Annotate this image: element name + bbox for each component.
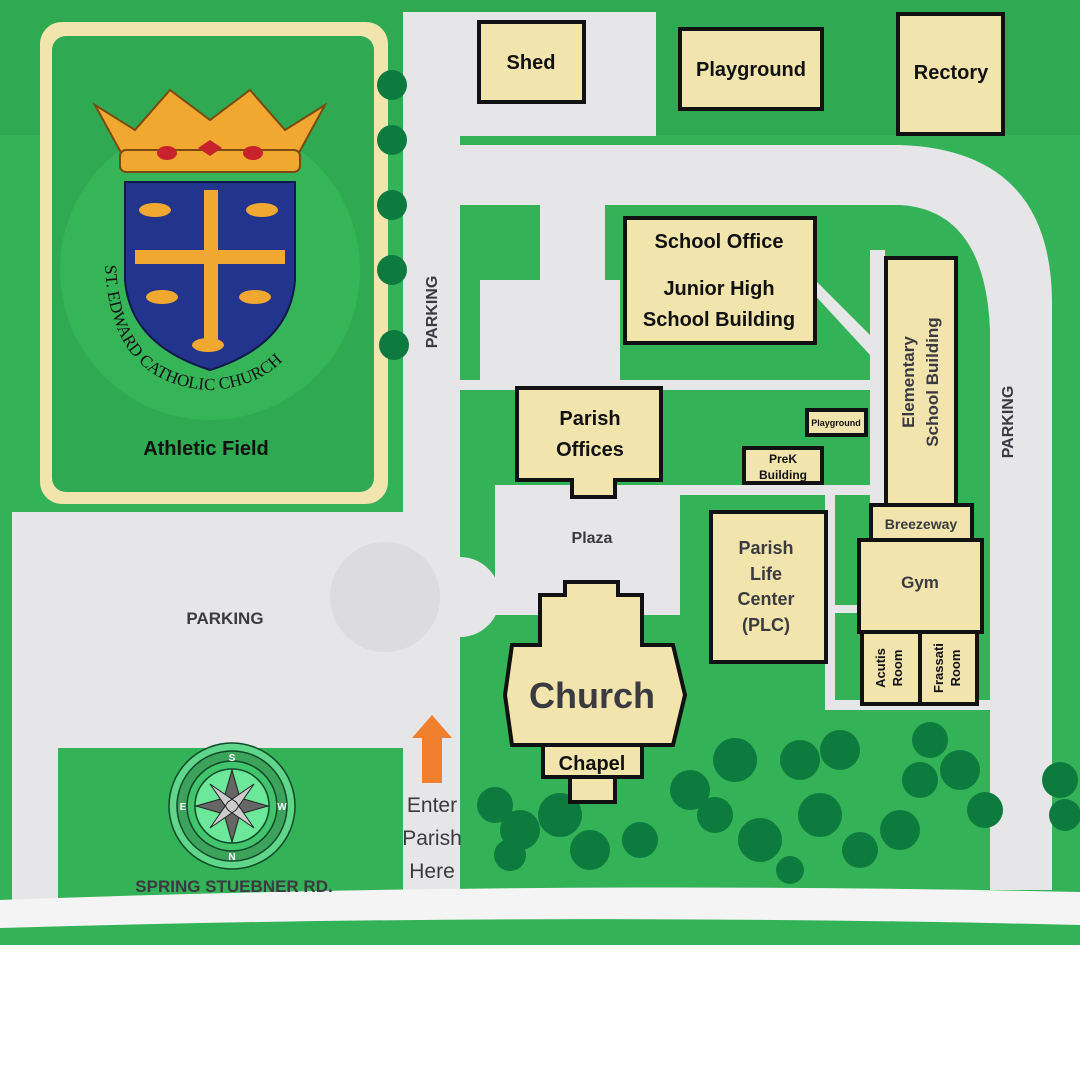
compass-s: S — [229, 753, 236, 764]
elementary-building — [884, 256, 958, 508]
compass-w: W — [277, 802, 287, 813]
chapel — [541, 743, 644, 779]
junior-high-building — [623, 216, 817, 345]
shed-label: Shed — [507, 52, 556, 74]
plc-label: (PLC) — [742, 615, 790, 635]
parish-life-center — [709, 510, 828, 664]
junior-high-label: School Building — [643, 309, 795, 331]
prek-label: Building — [759, 468, 807, 482]
junior-high-label: Junior High — [663, 278, 774, 300]
plc-label: Parish — [738, 538, 793, 558]
playground-small-label: Playground — [811, 418, 861, 428]
playground-top — [678, 27, 824, 111]
frassati-label: Room — [948, 650, 963, 687]
shed-building — [477, 20, 586, 104]
compass-e: E — [180, 802, 187, 813]
arrow-up-icon — [412, 715, 452, 783]
frassati-room — [918, 630, 979, 706]
parking-right-label: PARKING — [1000, 386, 1017, 459]
frassati-label: Frassati — [931, 643, 946, 693]
prek-building — [742, 446, 824, 485]
plc-label: Life — [750, 564, 782, 584]
entrance-label: Enter — [407, 794, 457, 817]
compass-icon: S N E W — [168, 742, 296, 870]
elementary-label: School Building — [923, 317, 942, 446]
parish-offices-label: Offices — [556, 439, 624, 461]
entrance-label: Parish — [402, 827, 462, 850]
parish-offices-label: Parish — [559, 408, 620, 430]
parking-vertical-label: PARKING — [424, 276, 441, 349]
entrance-label: Here — [409, 860, 455, 883]
prek-label: PreK — [769, 452, 797, 466]
tree-row-icon — [377, 70, 409, 360]
crest-crown-icon: ST. EDWARD CATHOLIC CHURCH — [92, 88, 328, 394]
acutis-room — [860, 630, 922, 706]
church-label: Church — [529, 675, 655, 716]
trees-icon — [477, 722, 1080, 884]
road-label: SPRING STUEBNER RD. — [135, 877, 332, 896]
gym-building — [857, 538, 984, 634]
acutis-label: Acutis — [873, 648, 888, 688]
breezeway-label: Breezeway — [885, 516, 958, 532]
parish-offices-building — [515, 386, 663, 499]
parking-left-label: PARKING — [186, 609, 263, 628]
acutis-label: Room — [890, 650, 905, 687]
playground-small — [805, 408, 868, 437]
compass-n: N — [228, 852, 235, 863]
plc-label: Center — [737, 589, 794, 609]
rectory-label: Rectory — [914, 62, 989, 84]
gym-label: Gym — [901, 573, 939, 592]
playground-top-label: Playground — [696, 59, 806, 81]
chapel-label: Chapel — [559, 753, 626, 775]
school-office-label: School Office — [655, 231, 784, 253]
plaza-label: Plaza — [572, 530, 613, 547]
athletic-field-label: Athletic Field — [143, 438, 269, 460]
elementary-label: Elementary — [899, 336, 918, 428]
rectory-building — [896, 12, 1005, 136]
